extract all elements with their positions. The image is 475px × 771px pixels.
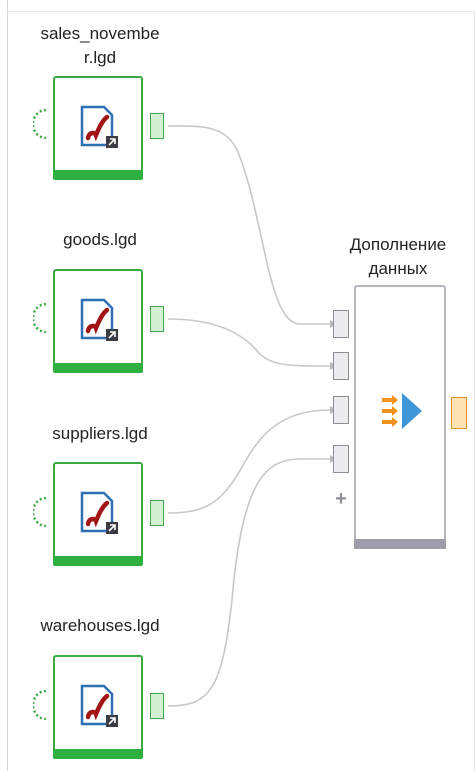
node-label-warehouses: warehouses.lgd bbox=[40, 616, 160, 635]
input-port-dotted[interactable] bbox=[33, 109, 47, 139]
merge-arrows-icon bbox=[382, 393, 422, 429]
node-status-bar bbox=[354, 539, 446, 549]
input-port-4[interactable] bbox=[333, 445, 349, 473]
output-port-suppliers[interactable] bbox=[150, 500, 164, 526]
output-port-sales[interactable] bbox=[150, 113, 164, 139]
link-suppliers-to-merge bbox=[167, 409, 331, 514]
input-port-dotted[interactable] bbox=[33, 690, 47, 720]
file-pipe-icon bbox=[80, 298, 118, 341]
output-port-goods[interactable] bbox=[150, 306, 164, 332]
canvas-border-left bbox=[7, 0, 8, 771]
node-label-sales: sales_novembe r.lgd bbox=[40, 24, 160, 67]
link-sales-to-merge bbox=[167, 125, 330, 325]
file-pipe-icon bbox=[80, 491, 118, 534]
node-status-bar bbox=[53, 363, 143, 373]
output-port-warehouses[interactable] bbox=[150, 693, 164, 719]
canvas-border-top bbox=[7, 11, 475, 12]
input-port-dotted[interactable] bbox=[33, 303, 47, 333]
input-port-dotted[interactable] bbox=[33, 497, 47, 527]
node-status-bar bbox=[53, 749, 143, 759]
input-port-3[interactable] bbox=[333, 396, 349, 424]
source-node-goods[interactable] bbox=[53, 269, 143, 373]
node-label-goods: goods.lgd bbox=[63, 230, 137, 249]
merge-node[interactable] bbox=[354, 285, 446, 549]
source-node-sales[interactable] bbox=[53, 76, 143, 180]
link-goods-to-merge bbox=[167, 318, 331, 367]
source-node-warehouses[interactable] bbox=[53, 655, 143, 759]
input-port-1[interactable] bbox=[333, 310, 349, 338]
node-status-bar bbox=[53, 170, 143, 180]
input-port-2[interactable] bbox=[333, 352, 349, 380]
file-pipe-icon bbox=[80, 105, 118, 148]
add-port-button[interactable]: + bbox=[335, 488, 347, 510]
link-warehouses-to-merge bbox=[167, 458, 330, 707]
output-port-merge[interactable] bbox=[451, 397, 467, 429]
node-status-bar bbox=[53, 556, 143, 566]
node-label-suppliers: suppliers.lgd bbox=[52, 424, 148, 443]
node-label-merge: Дополнение данных bbox=[349, 235, 447, 278]
file-pipe-icon bbox=[80, 684, 118, 727]
source-node-suppliers[interactable] bbox=[53, 462, 143, 566]
